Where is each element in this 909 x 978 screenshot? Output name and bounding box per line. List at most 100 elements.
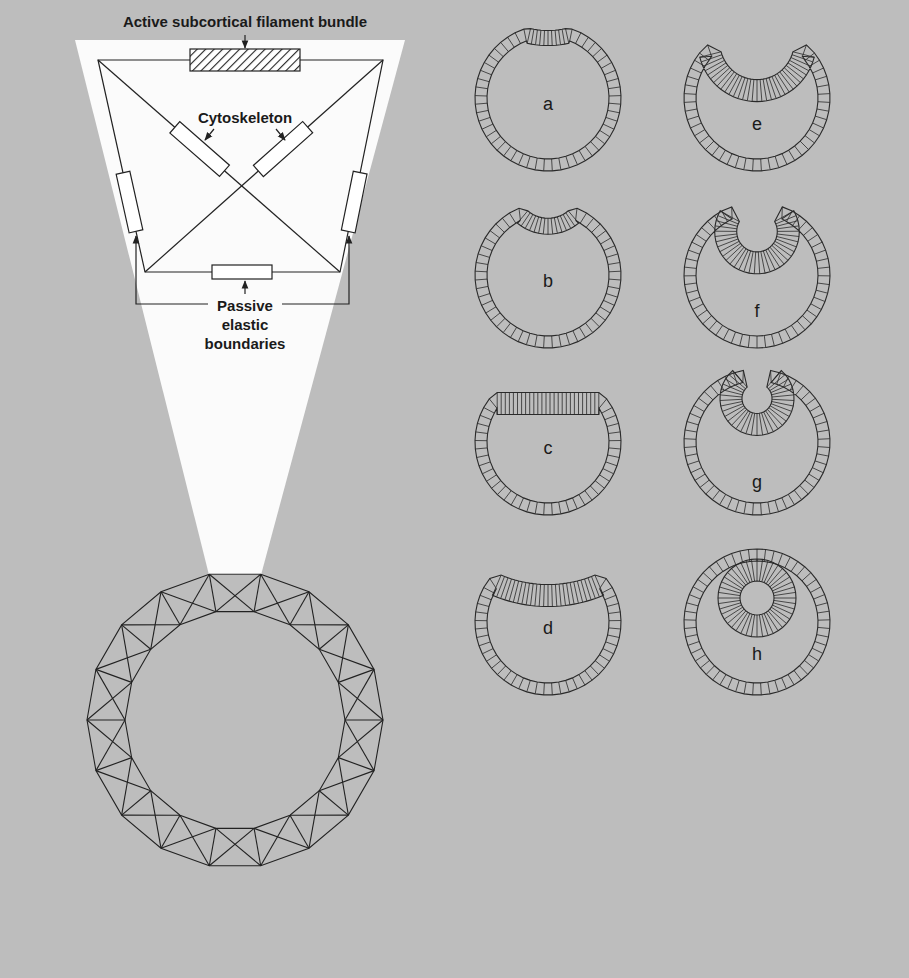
stage-letter: h — [752, 644, 762, 664]
ring-strut — [345, 720, 374, 771]
ring-strut — [96, 771, 151, 791]
leader-arrow — [136, 236, 208, 304]
ring-strut — [338, 758, 348, 816]
ring-strut — [338, 625, 348, 683]
ring-strut — [254, 592, 309, 612]
ring-strut — [209, 574, 254, 611]
ring-strut — [161, 815, 180, 848]
ring-strut — [216, 828, 261, 865]
embryo-stage — [684, 549, 830, 695]
ring-strut — [122, 791, 151, 815]
cell-walls — [475, 29, 621, 171]
embryo-stage — [684, 370, 830, 514]
epithelium-inner — [487, 408, 609, 503]
ring-outer — [87, 574, 383, 866]
stage-letter: b — [543, 271, 553, 291]
ring-strut — [290, 815, 348, 816]
ring-strut — [161, 592, 216, 612]
embryo-stage — [475, 393, 621, 515]
epithelium-outer — [684, 207, 830, 348]
ring-strut — [161, 828, 216, 848]
ring-strut — [319, 649, 374, 669]
epithelium-inner — [487, 220, 609, 336]
ring-strut — [161, 592, 180, 625]
ring-strut — [96, 720, 125, 771]
ring-strut — [209, 574, 216, 611]
cell-walls — [684, 207, 830, 348]
ring-strut — [87, 720, 132, 758]
part-label: Passive elastic boundaries — [195, 296, 295, 353]
epithelium-outer — [684, 370, 830, 514]
elastic-boundary — [212, 265, 272, 279]
embryo-stage — [684, 45, 830, 171]
epithelium-outer — [718, 559, 796, 637]
cell-ring — [87, 574, 383, 866]
cell-walls — [475, 208, 621, 348]
part-label: Active subcortical filament bundle — [123, 12, 367, 31]
epithelium-outer — [475, 208, 621, 348]
epithelium-outer — [684, 45, 830, 171]
ring-inner — [125, 612, 345, 829]
ring-strut — [290, 624, 348, 625]
ring-strut — [180, 574, 209, 624]
stage-letter: d — [543, 618, 553, 638]
ring-strut — [338, 758, 374, 771]
epithelium-outer — [475, 29, 621, 171]
leader-arrow — [276, 129, 285, 140]
ring-strut — [122, 815, 180, 816]
ring-strut — [261, 574, 290, 624]
ring-strut — [209, 828, 254, 865]
ring-strut — [96, 649, 151, 669]
ring-strut — [319, 625, 348, 649]
embryo-stage — [475, 29, 621, 171]
ring-strut — [319, 771, 374, 791]
filament-bundle — [190, 49, 300, 71]
ring-strut — [345, 669, 374, 720]
magnified-beam — [75, 40, 405, 575]
ring-strut — [309, 791, 319, 848]
ring-strut — [122, 625, 151, 649]
ring-strut — [96, 669, 132, 682]
ring-strut — [319, 791, 348, 815]
ring-strut — [338, 682, 383, 720]
part-label: Cytoskeleton — [198, 108, 292, 127]
ring-strut — [290, 592, 309, 625]
ring-strut — [87, 719, 125, 720]
cell-outline — [98, 60, 383, 272]
epithelium-outer — [684, 549, 830, 695]
ring-strut — [345, 719, 383, 720]
ring-strut — [151, 791, 161, 848]
cell-walls — [684, 371, 830, 515]
ring-strut — [290, 815, 309, 848]
cell-walls — [475, 575, 621, 695]
elastic-boundary — [116, 171, 143, 233]
stage-letter: c — [544, 438, 553, 458]
embryo-stage — [475, 208, 621, 348]
ring-strut — [96, 758, 132, 771]
cell-walls — [718, 559, 796, 637]
ring-strut — [254, 574, 261, 611]
ring-strut — [338, 720, 383, 758]
cell-walls — [475, 393, 621, 515]
elastic-boundary — [341, 171, 367, 233]
epithelium-outer — [475, 575, 621, 695]
ring-strut — [87, 682, 132, 720]
diagonal — [145, 60, 383, 272]
diagonal — [98, 60, 340, 272]
stage-letter: a — [543, 94, 553, 114]
embryo-stage — [475, 575, 621, 695]
ring-strut — [151, 592, 161, 649]
cell-walls — [684, 45, 830, 171]
ring-strut — [96, 669, 125, 720]
cell-walls — [684, 549, 830, 695]
ring-strut — [338, 669, 374, 682]
leader-arrow — [282, 236, 349, 304]
invaginated-ring — [718, 559, 796, 637]
ring-strut — [261, 815, 290, 865]
epithelium-outer — [475, 393, 621, 515]
ring-strut — [209, 828, 216, 865]
stage-letter: f — [754, 301, 759, 321]
cytoskeleton-element — [253, 121, 312, 176]
epithelium-inner — [696, 56, 818, 159]
